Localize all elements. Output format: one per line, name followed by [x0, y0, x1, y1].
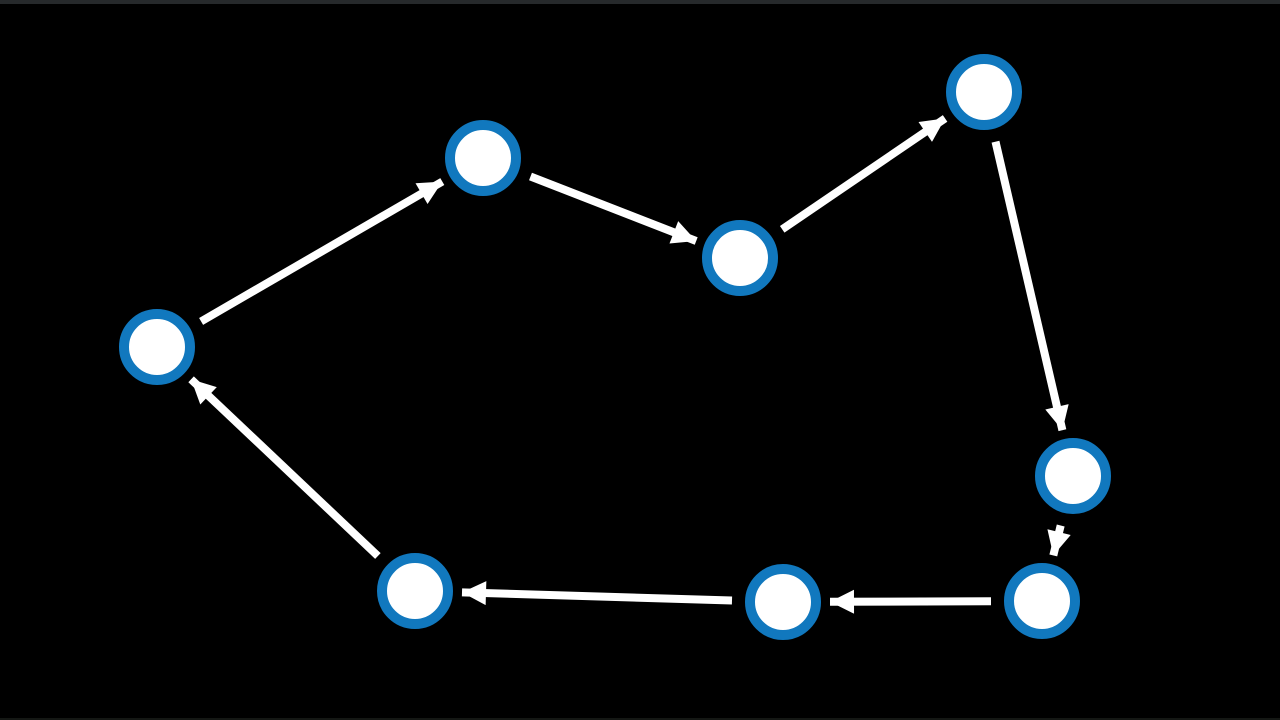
graph-node-top-left: [445, 120, 521, 196]
edge-arrow-top-left-to-top-middle: [529, 172, 698, 245]
edges-layer: [188, 115, 1071, 614]
graph-node-left: [119, 309, 195, 385]
screen-top-edge: [0, 0, 1280, 4]
nodes-layer: [119, 54, 1111, 640]
edge-arrow-top-middle-to-top-right: [779, 115, 948, 233]
graph-node-top-right: [946, 54, 1022, 130]
graph-node-bottom-middle: [745, 564, 821, 640]
graph-node-bottom-right: [1004, 563, 1080, 639]
edge-arrow-bottom-middle-to-bottom-left: [461, 581, 733, 606]
edge-arrow-right-to-bottom-right: [1047, 524, 1071, 557]
edge-arrow-top-right-to-right: [991, 140, 1069, 432]
edge-arrow-bottom-right-to-bottom-middle: [829, 589, 992, 614]
graph-node-bottom-left: [377, 553, 453, 629]
graph-node-right: [1035, 438, 1111, 514]
edge-arrow-bottom-left-to-left: [188, 376, 381, 559]
edge-arrow-left-to-top-left: [199, 178, 445, 325]
graph-node-top-middle: [702, 220, 778, 296]
screen-bottom-edge: [0, 718, 1280, 720]
